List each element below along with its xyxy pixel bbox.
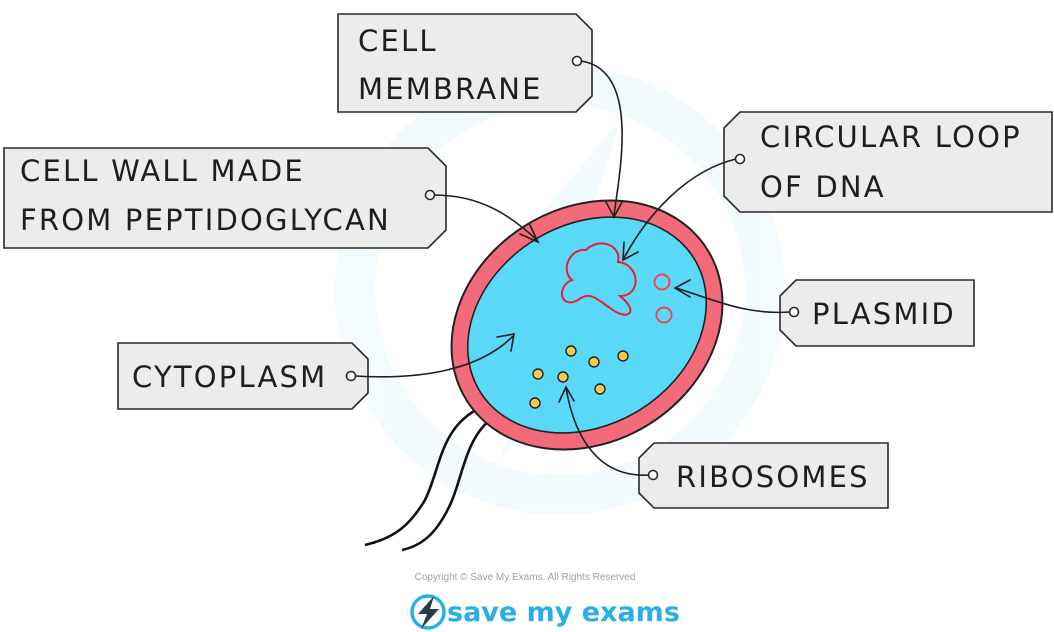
dna-loop-shape bbox=[561, 242, 637, 316]
arrowhead-plasmid bbox=[673, 279, 691, 298]
arrow-cytoplasm bbox=[354, 335, 514, 378]
ribosome-dot bbox=[557, 371, 569, 383]
arrowhead-cytoplasm bbox=[496, 333, 515, 352]
plasmid-shape bbox=[655, 306, 673, 324]
label-plasmid-line1: PLASMID bbox=[812, 297, 956, 331]
arrow-cell-wall bbox=[433, 194, 538, 241]
label-cell-wall-line2: FROM PEPTIDOGLYCAN bbox=[20, 203, 391, 237]
ribosome-dot bbox=[565, 345, 577, 357]
brand-logo: save my exams bbox=[410, 594, 680, 630]
flagella bbox=[364, 408, 491, 552]
ribosome-dot bbox=[532, 368, 544, 380]
arrow-ribosomes bbox=[565, 387, 650, 476]
label-ribosomes-line1: RIBOSOMES bbox=[676, 460, 870, 494]
label-cell-membrane-line2: MEMBRANE bbox=[358, 72, 543, 106]
arrowhead-dna-loop bbox=[622, 241, 639, 262]
label-dna-loop-line1: CIRCULAR LOOP bbox=[760, 120, 1022, 154]
label-cytoplasm: CYTOPLASM bbox=[117, 342, 369, 410]
arrow-dna-loop bbox=[623, 158, 737, 259]
arrowhead-cell-wall bbox=[519, 224, 540, 244]
arrow-plasmid bbox=[675, 287, 791, 314]
ribosome-dot bbox=[617, 350, 629, 362]
ribosome-dot bbox=[588, 356, 600, 368]
arrow-cell-membrane bbox=[580, 60, 623, 216]
label-cell-wall-line1: CELL WALL MADE bbox=[20, 154, 305, 188]
lightning-icon bbox=[410, 594, 446, 630]
brand-name: save my exams bbox=[447, 597, 680, 628]
label-plasmid: PLASMID bbox=[779, 279, 975, 347]
ribosome-dot bbox=[594, 383, 606, 395]
label-dna-loop: CIRCULAR LOOP OF DNA bbox=[723, 111, 1053, 213]
label-cell-membrane: CELL MEMBRANE bbox=[337, 13, 593, 113]
arrowhead-cell-membrane bbox=[605, 201, 623, 219]
bacterial-cell bbox=[450, 199, 724, 451]
label-cell-wall: CELL WALL MADE FROM PEPTIDOGLYCAN bbox=[3, 147, 447, 249]
label-cytoplasm-line1: CYTOPLASM bbox=[132, 360, 327, 394]
label-ribosomes: RIBOSOMES bbox=[638, 442, 889, 509]
arrowhead-ribosomes bbox=[558, 385, 575, 403]
copyright-text: Copyright © Save My Exams. All Rights Re… bbox=[415, 572, 636, 583]
label-dna-loop-line2: OF DNA bbox=[760, 170, 886, 204]
ribosomes bbox=[529, 345, 629, 409]
ribosome-dot bbox=[529, 397, 541, 409]
plasmid-shape bbox=[653, 273, 671, 291]
label-cell-membrane-line1: CELL bbox=[358, 24, 438, 58]
plasmids bbox=[653, 273, 673, 324]
